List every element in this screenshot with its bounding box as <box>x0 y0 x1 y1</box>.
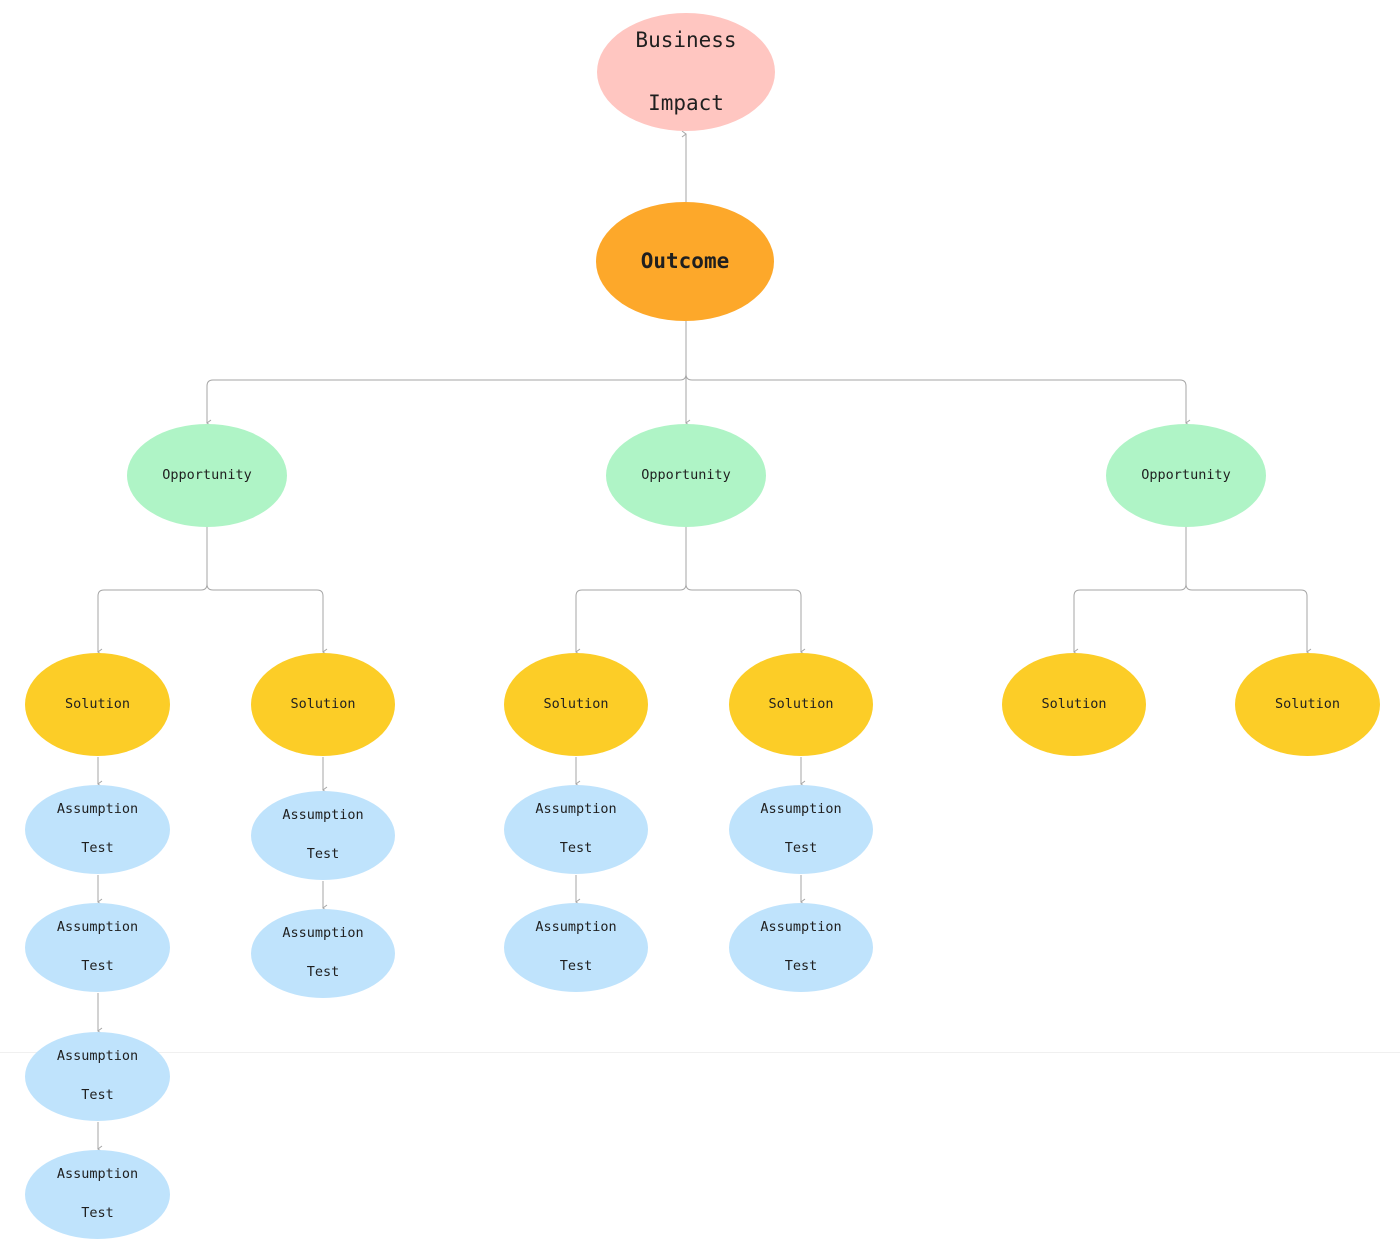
assumption-test-label-line2: Test <box>306 964 340 981</box>
opportunity-node-3[interactable]: Opportunity <box>1106 424 1266 527</box>
solution-node-2[interactable]: Solution <box>251 653 395 756</box>
opportunity-node-1[interactable]: Opportunity <box>127 424 287 527</box>
divider <box>0 1052 1400 1053</box>
connector-opp1-sol2 <box>206 527 328 656</box>
opportunity-label: Opportunity <box>162 466 252 483</box>
solution-label: Solution <box>64 695 131 712</box>
assumption-test-label-line2: Test <box>784 958 818 975</box>
assumption-test-label-line2: Test <box>306 846 340 863</box>
opportunity-label: Opportunity <box>1141 466 1231 483</box>
assumption-test-node-4[interactable]: Assumption Test <box>25 1150 170 1239</box>
assumption-test-node-8[interactable]: Assumption Test <box>504 903 648 992</box>
connector-opp2-sol3 <box>575 527 687 656</box>
solution-label: Solution <box>768 695 834 712</box>
business-impact-label-line1: Business <box>635 27 737 52</box>
solution-node-1[interactable]: Solution <box>25 653 170 756</box>
solution-node-5[interactable]: Solution <box>1002 653 1146 756</box>
assumption-test-node-1[interactable]: Assumption Test <box>25 785 170 874</box>
solution-label: Solution <box>1041 695 1107 712</box>
assumption-test-node-3[interactable]: Assumption Test <box>25 1032 170 1121</box>
assumption-test-label-line1: Assumption <box>760 801 842 818</box>
connector-opp2-sol4 <box>685 527 806 656</box>
assumption-test-label-line2: Test <box>81 1205 114 1222</box>
outcome-label: Outcome <box>640 249 730 274</box>
assumption-test-label-line2: Test <box>784 840 818 857</box>
assumption-test-node-7[interactable]: Assumption Test <box>504 785 648 874</box>
assumption-test-label-line2: Test <box>559 840 593 857</box>
business-impact-node[interactable]: Business Impact <box>597 13 775 131</box>
assumption-test-label-line1: Assumption <box>56 919 139 936</box>
connector-opp3-sol6 <box>1185 527 1312 656</box>
solution-node-6[interactable]: Solution <box>1235 653 1380 756</box>
assumption-test-label-line1: Assumption <box>56 1166 139 1183</box>
solution-label: Solution <box>543 695 609 712</box>
connector-opp3-sol5 <box>1073 527 1187 656</box>
assumption-test-label-line1: Assumption <box>56 1048 139 1065</box>
assumption-test-label-line2: Test <box>81 840 114 857</box>
assumption-test-label-line1: Assumption <box>535 919 617 936</box>
assumption-test-label-line1: Assumption <box>282 807 364 824</box>
opportunity-label: Opportunity <box>641 466 731 483</box>
assumption-test-node-2[interactable]: Assumption Test <box>25 903 170 992</box>
assumption-test-node-10[interactable]: Assumption Test <box>729 903 873 992</box>
assumption-test-node-5[interactable]: Assumption Test <box>251 791 395 880</box>
assumption-test-label-line1: Assumption <box>760 919 842 936</box>
assumption-test-label-line1: Assumption <box>56 801 139 818</box>
assumption-test-label-line1: Assumption <box>535 801 617 818</box>
solution-label: Solution <box>290 695 356 712</box>
outcome-node[interactable]: Outcome <box>596 202 774 321</box>
assumption-test-label-line2: Test <box>559 958 593 975</box>
connector-outcome-opportunity-1 <box>206 321 687 427</box>
assumption-test-label-line2: Test <box>81 1087 114 1104</box>
assumption-test-node-6[interactable]: Assumption Test <box>251 909 395 998</box>
assumption-test-node-9[interactable]: Assumption Test <box>729 785 873 874</box>
assumption-test-label-line2: Test <box>81 958 114 975</box>
connector-outcome-opportunity-3 <box>685 321 1191 427</box>
connector-opp1-sol1 <box>97 527 208 656</box>
business-impact-label-line2: Impact <box>648 90 724 115</box>
solution-node-4[interactable]: Solution <box>729 653 873 756</box>
solution-label: Solution <box>1274 695 1341 712</box>
opportunity-node-2[interactable]: Opportunity <box>606 424 766 527</box>
assumption-test-label-line1: Assumption <box>282 925 364 942</box>
solution-node-3[interactable]: Solution <box>504 653 648 756</box>
